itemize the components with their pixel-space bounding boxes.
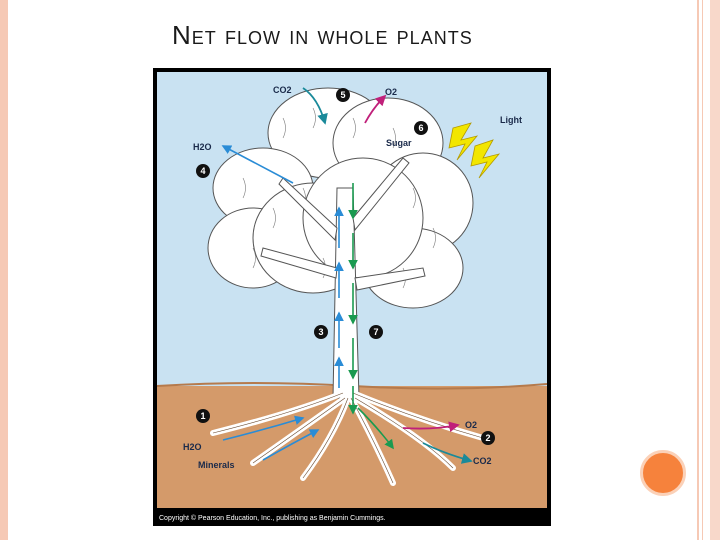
right-border-line [697,0,699,540]
water-flow-arrows [221,145,344,461]
copyright-notice: Copyright © Pearson Education, Inc., pub… [159,514,386,522]
label-co2-bottom: CO2 [473,456,492,466]
diagram-svg: CO2 O2 Light Sugar H2O O2 CO2 H2O Minera… [156,72,548,522]
svg-text:2: 2 [485,433,490,443]
label-h2o-top: H2O [193,142,212,152]
step-marker-6: 6 [414,121,428,135]
svg-text:3: 3 [318,327,323,337]
label-co2-top: CO2 [273,85,292,95]
decorative-orange-circle [640,450,686,496]
step-marker-1: 1 [196,409,210,423]
right-border-stripe [710,0,720,540]
root-outline [212,392,484,484]
label-h2o-bottom: H2O [183,442,202,452]
svg-text:1: 1 [200,411,205,421]
light-bolt-icon [448,122,501,179]
left-border-stripe [0,0,8,540]
label-light: Light [500,115,522,125]
step-marker-2: 2 [481,431,495,445]
svg-text:5: 5 [340,90,345,100]
step-marker-7: 7 [369,325,383,339]
label-o2-bottom: O2 [465,420,477,430]
right-border-line-thin [702,0,703,540]
slide-title: Net flow in whole plants [172,20,473,50]
svg-text:6: 6 [418,123,423,133]
svg-text:7: 7 [373,327,378,337]
step-marker-5: 5 [336,88,350,102]
gas-exchange-arrows [302,87,473,464]
step-marker-4: 4 [196,164,210,178]
svg-text:4: 4 [200,166,205,176]
step-marker-3: 3 [314,325,328,339]
label-o2-top: O2 [385,87,397,97]
label-minerals: Minerals [198,460,235,470]
sugar-flow-arrows [348,183,394,450]
label-sugar: Sugar [386,138,412,148]
plant-flow-diagram: CO2 O2 Light Sugar H2O O2 CO2 H2O Minera… [153,68,551,526]
